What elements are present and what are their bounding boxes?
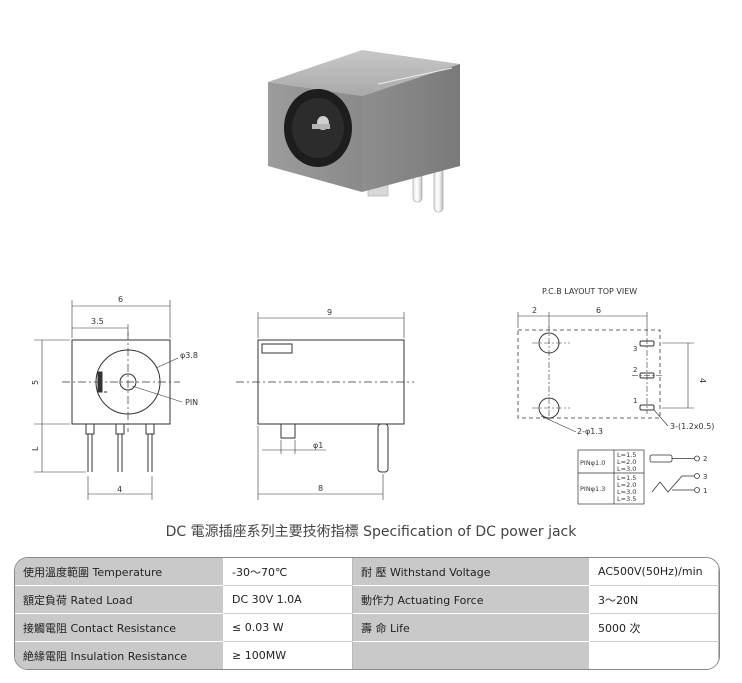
spec-value: DC 30V 1.0A [223,585,353,614]
spec-label: 額定負荷 Rated Load [15,585,224,614]
spec-value: ≥ 100MW [223,641,353,669]
spec-value: AC500V(50Hz)/min [589,558,719,586]
pcb-title: P.C.B LAYOUT TOP VIEW [542,287,637,296]
pcb-dim-top: 6 [596,306,601,315]
spec-value [589,641,719,669]
spec-caption: DC 電源插座系列主要技術指標 Specification of DC powe… [165,524,577,540]
pin-table-length: L=1.5 [617,474,636,482]
technical-drawing: 6 3.5 φ3.8 PIN 5 L 4 9 φ1 8 [31,50,714,505]
front-dim-pin-spacing: 4 [117,485,122,494]
side-dim-bottom: 8 [318,484,323,493]
spec-label: 耐 壓 Withstand Voltage [352,558,590,586]
pin-table-length: L=2.0 [617,481,636,489]
pcb-dim-right: 4 [698,378,707,383]
spec-value: 5000 次 [589,613,719,642]
pcb-slot-label: 3-(1.2x0.5) [670,422,714,431]
spec-label: 接觸電阻 Contact Resistance [15,613,224,642]
front-view [34,300,183,500]
pcb-hole-label: 2-φ1.3 [577,427,603,436]
pin-table-length: L=2.0 [617,458,636,466]
spec-label: 絶緣電阻 Insulation Resistance [15,641,224,669]
side-dim-length: 9 [327,308,332,317]
pin-table-length: L=1.5 [617,451,636,459]
pcb-dim-left: 2 [532,306,537,315]
schematic-label: 3 [703,473,707,481]
front-pin-label: PIN [185,398,198,407]
front-dim-center: 3.5 [91,317,104,326]
spec-label: 壽 命 Life [352,613,590,642]
pin-size-table [577,449,645,505]
pin-table-pin: PINφ1.3 [580,485,605,493]
spec-value: ≤ 0.03 W [223,613,353,642]
pcb-slot-number: 2 [633,366,637,374]
side-dia-label: φ1 [313,441,323,450]
spec-value: -30～70℃ [223,558,353,586]
spec-value: 3～20N [589,585,719,614]
front-dim-height: 5 [31,380,40,385]
jack-3d-render [268,50,460,213]
spec-label: 動作力 Actuating Force [352,585,590,614]
pcb-slot-number: 3 [633,345,637,353]
front-dim-pin-length: L [31,446,40,451]
pin-table-length: L=3.5 [617,495,636,503]
spec-row: 絶緣電阻 Insulation Resistance≥ 100MW [15,641,719,669]
pin-table-pin: PINφ1.0 [580,459,605,467]
pcb-slot-number: 1 [633,397,637,405]
schematic-label: 1 [703,487,707,495]
jack-schematic-symbol [649,454,700,493]
front-dim-width: 6 [118,295,123,304]
spec-label [352,641,590,669]
spec-label: 使用溫度範圍 Temperature [15,558,224,586]
pin-table-length: L=3.0 [617,465,636,473]
front-dia-label: φ3.8 [180,351,198,360]
pin-table-length: L=3.0 [617,488,636,496]
pcb-layout [517,312,694,433]
schematic-label: 2 [703,455,707,463]
side-view [236,312,414,500]
